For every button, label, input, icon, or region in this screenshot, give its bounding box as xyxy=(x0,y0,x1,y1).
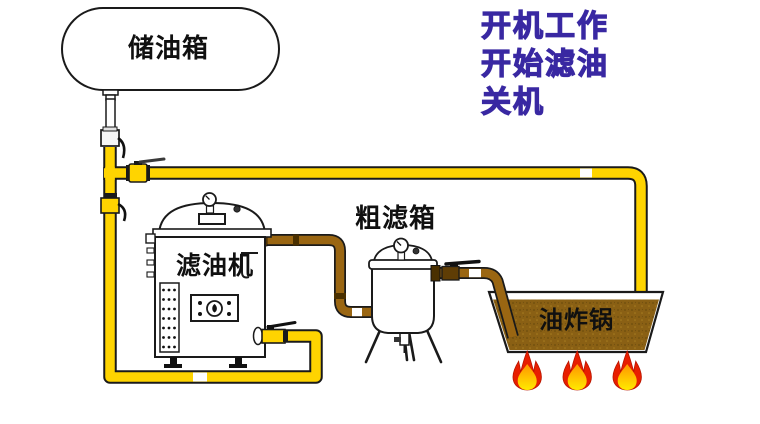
machine-outlet-valve xyxy=(252,321,297,346)
return-pipe xyxy=(105,147,321,382)
flame-icon xyxy=(512,350,542,391)
machine-pressure-gauge xyxy=(202,192,217,214)
lid-latch-right xyxy=(241,252,258,279)
flame-icon xyxy=(562,350,592,391)
flame-icon xyxy=(612,350,642,391)
pipe-coupling xyxy=(580,168,592,178)
step-shutdown: 关机 xyxy=(480,84,545,120)
return-line-valve xyxy=(100,193,127,222)
vent-grille xyxy=(159,282,180,353)
filter-machine-label: 滤油机 xyxy=(176,251,255,280)
operation-steps: 开机工作 开始滤油 关机 xyxy=(480,8,609,122)
filter-machine xyxy=(145,192,297,368)
lid-handle xyxy=(198,213,226,225)
supply-ball-valve xyxy=(126,157,166,183)
tank-shutoff-valve xyxy=(100,126,126,159)
supply-pipe xyxy=(104,167,646,291)
pipe-coupling xyxy=(352,308,362,317)
pipe-flange xyxy=(430,265,441,282)
tank-drop-pipe xyxy=(105,98,116,132)
machine-feet xyxy=(164,357,247,368)
pan-feed-valve xyxy=(441,259,481,281)
step-start-filter: 开始滤油 xyxy=(480,46,609,82)
valve-handle xyxy=(444,259,481,266)
pan-oil xyxy=(493,299,659,350)
pipe-ring xyxy=(334,293,346,299)
pipe-coupling xyxy=(469,269,481,278)
lid-latch-left xyxy=(145,233,156,278)
fryer-pan-label: 油炸锅 xyxy=(539,306,614,334)
valve-handle xyxy=(266,321,297,329)
coarse-filter-vessel xyxy=(364,237,443,364)
machine-to-filter-pipe xyxy=(252,232,374,318)
valve-handle xyxy=(117,136,126,159)
valve-handle xyxy=(117,202,127,222)
control-panel xyxy=(190,294,239,322)
vessel-lid-rim xyxy=(368,259,438,270)
burner-flames xyxy=(512,350,642,391)
pipe-ring xyxy=(293,234,299,246)
step-power-on: 开机工作 xyxy=(480,8,609,44)
coarse-filter-label: 粗滤箱 xyxy=(355,204,437,234)
storage-tank xyxy=(61,7,280,132)
valve-handle xyxy=(138,157,166,164)
vessel-pressure-gauge xyxy=(393,237,409,261)
pipe-coupling xyxy=(193,372,207,382)
yellow-pipe-network xyxy=(103,147,648,384)
storage-tank-label: 储油箱 xyxy=(128,34,210,64)
filter-to-pan-pipe xyxy=(430,259,519,339)
machine-lid-rim xyxy=(152,228,272,238)
lid-vent-nub xyxy=(233,205,241,213)
vessel-vent-nub xyxy=(412,247,420,255)
fryer-pan xyxy=(487,290,665,354)
vessel-body xyxy=(371,267,435,334)
